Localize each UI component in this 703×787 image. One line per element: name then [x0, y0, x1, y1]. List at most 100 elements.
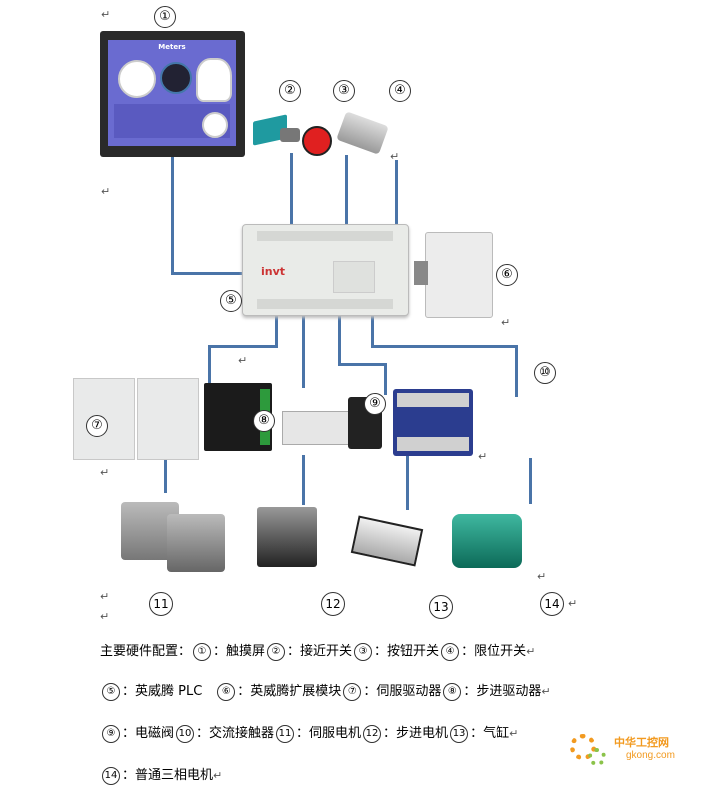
caption-text: ：英威腾 PLC [122, 684, 216, 699]
wire-valve-cylinder [406, 455, 409, 510]
button-switch [336, 111, 389, 155]
dial-gauge-icon [160, 62, 192, 94]
touch-screen-hmi: Meters [100, 31, 245, 157]
caption-text: ：电磁阀 [122, 726, 175, 741]
caption-number: 13 [450, 724, 469, 743]
meter-gauge-icon [196, 58, 232, 102]
return-mark: ↵ [568, 597, 578, 610]
caption-number: ⑧ [443, 682, 462, 701]
wire-stepper-drive-motor [302, 455, 305, 505]
return-mark: ↵ [100, 590, 110, 603]
caption-text: ：按钮开关 [374, 644, 440, 659]
stepper-motor [247, 503, 327, 573]
wire-plc-servo-drive-h [208, 345, 278, 348]
three-phase-motor [442, 506, 537, 574]
ac-contactor [393, 389, 473, 456]
caption-number: ⑤ [102, 682, 120, 701]
label-6: ⑥ [496, 264, 518, 286]
caption-text: ：英威腾扩展模块 [237, 684, 342, 699]
label-10: ⑩ [534, 362, 556, 384]
three-phase-motor-body [452, 514, 522, 568]
red-push-button-icon [302, 126, 332, 156]
wire-plc-valve-v [338, 310, 341, 365]
plc-terminal-strip-top [257, 231, 393, 241]
label-13: 13 [429, 595, 453, 619]
caption-number: ① [193, 642, 212, 661]
return-mark: ↵ [478, 450, 488, 463]
wire-button-switch [345, 155, 348, 228]
stepper-motor-body [257, 507, 317, 567]
servo-drive-2 [137, 378, 199, 460]
wire-hmi-plc-h [171, 272, 243, 275]
extension-module-connector [414, 261, 428, 285]
caption-number: ② [267, 642, 286, 661]
wire-contactor-motor [529, 458, 532, 504]
caption-text: ：伺服驱动器 [363, 684, 442, 699]
wire-plc-servo-drive-v1 [275, 308, 278, 348]
caption-number: ⑥ [217, 682, 236, 701]
caption-number: ④ [441, 642, 460, 661]
plc-indicator-panel [333, 261, 375, 293]
caption-number: ③ [354, 642, 373, 661]
caption-text: ：触摸屏 [213, 644, 266, 659]
clock-gauge-icon [118, 60, 156, 98]
return-mark: ↵ [509, 727, 519, 740]
servo-motors [107, 498, 235, 576]
label-12: 12 [321, 592, 345, 616]
gear-icon-small [588, 748, 606, 766]
extension-module [414, 232, 493, 318]
wire-plc-servo-drive-v2 [208, 345, 211, 383]
plc-brand-logo: invt [261, 265, 286, 278]
plc-terminal-strip-bottom [257, 299, 393, 309]
invt-plc: invt [242, 224, 409, 316]
return-mark: ↵ [238, 354, 248, 367]
caption-text: ：交流接触器 [196, 726, 275, 741]
return-mark: ↵ [501, 316, 511, 329]
label-14: 14 [540, 592, 564, 616]
return-mark: ↵ [390, 150, 400, 163]
return-mark: ↵ [526, 645, 536, 658]
label-4: ④ [389, 80, 411, 102]
label-9: ⑨ [364, 393, 386, 415]
caption-text: ：接近开关 [287, 644, 353, 659]
contactor-terminals-bottom [397, 437, 469, 451]
caption-number: ⑦ [343, 682, 362, 701]
caption-text: 主要硬件配置： [100, 644, 192, 659]
return-mark: ↵ [537, 570, 547, 583]
return-mark: ↵ [101, 185, 111, 198]
label-5: ⑤ [220, 290, 242, 312]
label-11: 11 [149, 592, 173, 616]
proximity-switch-head [280, 128, 300, 142]
gkong-watermark: 中华工控网 gkong.com [568, 730, 694, 770]
wire-plc-contactor-v2 [515, 345, 518, 397]
air-cylinder [344, 508, 438, 576]
wire-hmi-plc-v [171, 157, 174, 274]
wire-plc-contactor-v [371, 312, 374, 347]
wire-plc-contactor-h [371, 345, 517, 348]
return-mark: ↵ [100, 610, 110, 623]
watermark-text-cn: 中华工控网 [614, 736, 669, 749]
caption-text: ：伺服电机 [296, 726, 362, 741]
caption-number: 11 [276, 724, 295, 743]
wire-proximity-switch [290, 153, 293, 228]
servo-motor-2 [167, 514, 225, 572]
hmi-screen: Meters [108, 40, 236, 146]
wire-servo-drive-motor [164, 458, 167, 493]
gear-icon [570, 734, 596, 760]
caption-text: ：步进驱动器 [463, 684, 542, 699]
small-gauge-icon [202, 112, 228, 138]
label-2: ② [279, 80, 301, 102]
wire-plc-stepper-drive [302, 310, 305, 388]
label-8: ⑧ [253, 410, 275, 432]
label-1: ① [154, 6, 176, 28]
watermark-text-url: gkong.com [626, 750, 675, 761]
wire-limit-switch [395, 160, 398, 228]
caption-text: ：步进电机 [383, 726, 449, 741]
caption-text: ：限位开关 [461, 644, 527, 659]
return-mark: ↵ [101, 8, 111, 21]
label-3: ③ [333, 80, 355, 102]
caption-number: 10 [176, 724, 195, 743]
